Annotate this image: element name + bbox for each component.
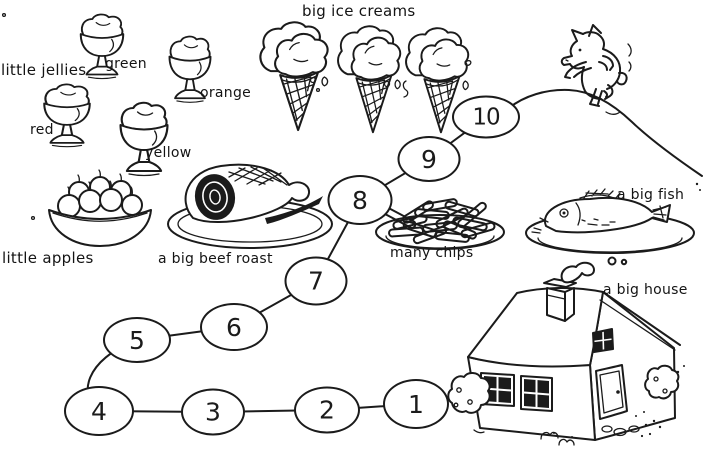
house-illustration xyxy=(447,256,685,446)
label-many-chips: many chips xyxy=(390,245,474,261)
step-number: 1 xyxy=(408,389,424,419)
path-step-2: 2 xyxy=(294,386,360,434)
label-big-house: a big house xyxy=(603,282,688,298)
apples-bowl-illustration xyxy=(48,169,152,247)
label-little-jellies: little jellies xyxy=(1,61,87,79)
step-number: 10 xyxy=(472,104,500,130)
step-number: 7 xyxy=(308,266,324,296)
fish-plate-illustration xyxy=(525,182,701,254)
label-red: red xyxy=(30,122,54,138)
path-step-5: 5 xyxy=(103,317,171,363)
ice-cream-cone-icon xyxy=(337,25,402,134)
step-number: 8 xyxy=(352,185,368,215)
step-number: 2 xyxy=(319,395,335,425)
drip-specks xyxy=(1,12,472,221)
path-step-8: 8 xyxy=(327,175,393,225)
label-big-fish: a big fish xyxy=(617,187,685,203)
path-step-4: 4 xyxy=(64,386,134,436)
beef-roast-illustration xyxy=(167,163,333,249)
label-green: green xyxy=(105,56,147,72)
label-big-ice-creams: big ice creams xyxy=(302,2,416,20)
label-little-apples: little apples xyxy=(2,249,94,267)
path-step-3: 3 xyxy=(181,388,245,436)
step-number: 9 xyxy=(421,144,437,174)
step-number: 3 xyxy=(205,397,221,427)
hill-line xyxy=(508,88,703,177)
pig-illustration xyxy=(560,24,632,115)
ice-cream-cone-icon xyxy=(259,21,329,132)
step-number: 6 xyxy=(226,312,242,342)
chips-plate-illustration xyxy=(375,198,505,250)
yellow-jelly-icon xyxy=(119,101,169,177)
label-orange: orange xyxy=(200,85,252,101)
path-step-1: 1 xyxy=(383,379,449,429)
label-yellow: yellow xyxy=(145,145,192,161)
path-step-7: 7 xyxy=(284,256,348,306)
step-number: 5 xyxy=(129,325,145,355)
path-step-9: 9 xyxy=(397,136,461,182)
step-number: 4 xyxy=(91,396,107,426)
path-step-6: 6 xyxy=(200,303,268,351)
label-beef-roast: a big beef roast xyxy=(158,251,273,267)
path-step-10: 10 xyxy=(452,95,520,139)
